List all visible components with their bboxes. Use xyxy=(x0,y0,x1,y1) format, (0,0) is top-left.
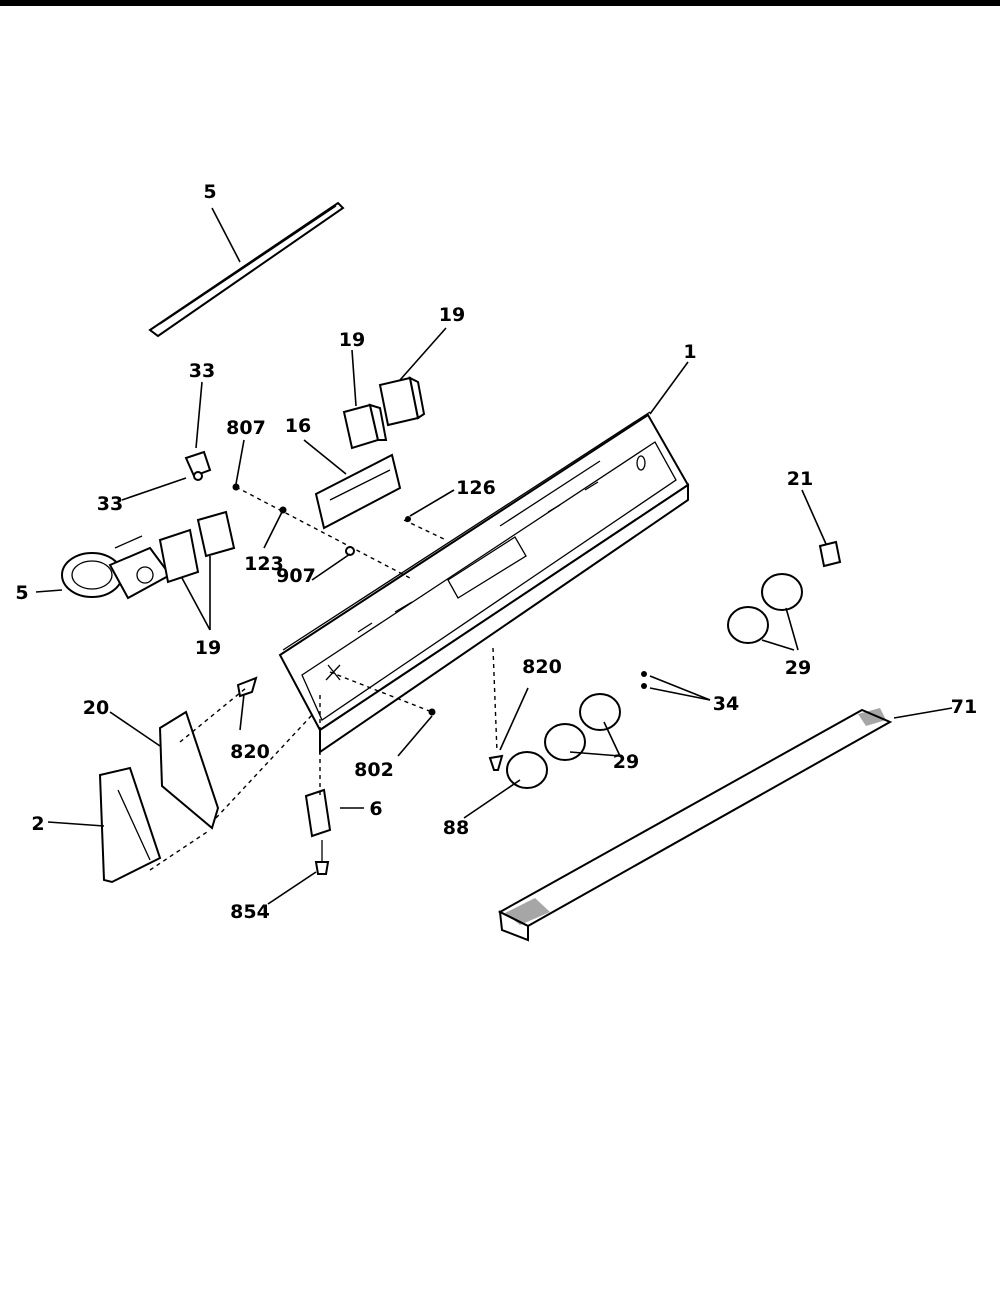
callout-5-top: 5 xyxy=(203,181,216,203)
callout-807: 807 xyxy=(226,417,266,439)
callout-88: 88 xyxy=(443,817,469,839)
callout-33-a: 33 xyxy=(189,360,215,382)
leader-lines xyxy=(35,207,953,905)
callout-854: 854 xyxy=(230,901,270,923)
part-switch-21 xyxy=(818,540,842,568)
callout-5-left: 5 xyxy=(15,582,28,604)
callout-123: 123 xyxy=(244,553,284,575)
part-knob-29-lower xyxy=(544,693,621,761)
callout-20: 20 xyxy=(83,697,109,719)
callout-1: 1 xyxy=(683,341,696,363)
callout-802: 802 xyxy=(354,759,394,781)
callout-820-a: 820 xyxy=(522,656,562,678)
callout-6: 6 xyxy=(369,798,382,820)
callout-71: 71 xyxy=(951,696,977,718)
part-screw-820-center xyxy=(488,647,504,771)
callout-19-c: 19 xyxy=(195,637,221,659)
part-switch-19-c xyxy=(158,510,236,584)
callout-907: 907 xyxy=(276,565,316,587)
callout-19-b: 19 xyxy=(439,304,465,326)
part-bracket-6 xyxy=(304,788,332,838)
part-motor-5 xyxy=(61,535,172,600)
part-trim-71 xyxy=(497,708,893,942)
part-control-panel-1 xyxy=(278,411,690,754)
part-clip-33 xyxy=(184,450,212,481)
callout-2: 2 xyxy=(31,813,44,835)
part-bracket-16 xyxy=(314,453,402,530)
part-endcap-2 xyxy=(98,766,162,884)
part-knob-88 xyxy=(506,751,548,789)
callout-16: 16 xyxy=(285,415,311,437)
callout-33-b: 33 xyxy=(97,493,123,515)
callout-29-b: 29 xyxy=(613,751,639,773)
part-knob-29-upper xyxy=(727,573,803,644)
part-rod-5 xyxy=(148,201,345,338)
callout-21: 21 xyxy=(787,468,813,490)
callout-29-a: 29 xyxy=(785,657,811,679)
part-switch-19-a xyxy=(342,403,388,450)
callout-34: 34 xyxy=(713,693,739,715)
callout-820-b: 820 xyxy=(230,741,270,763)
callout-126: 126 xyxy=(456,477,496,499)
part-screw-854 xyxy=(314,840,330,875)
callout-19-a: 19 xyxy=(339,329,365,351)
part-switch-19-b xyxy=(378,376,426,427)
top-border xyxy=(0,0,1000,6)
